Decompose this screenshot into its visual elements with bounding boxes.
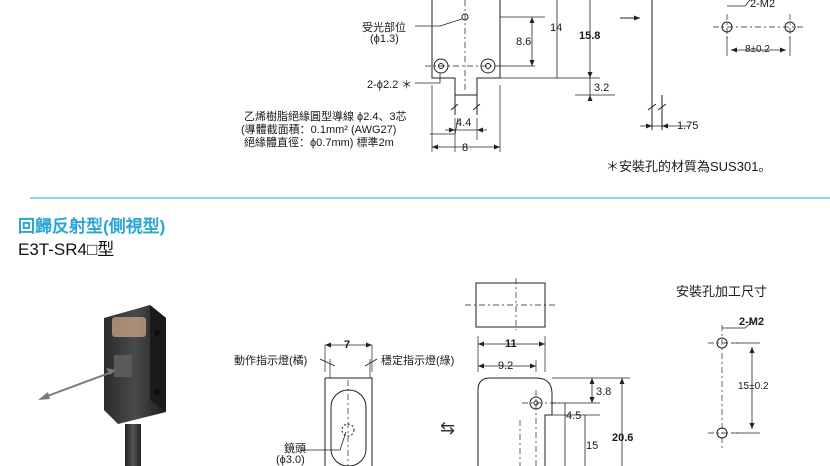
- dim-8: 8: [462, 142, 469, 154]
- swap-arrow-icon: ⇆: [440, 418, 456, 438]
- top-sensor-side-outline: [620, 0, 667, 130]
- hole-diameter-label: 2-ϕ2.2 ＊: [367, 79, 413, 91]
- cable-spec-line3: 絕緣體直徑：ϕ0.7mm) 標準2m: [244, 137, 394, 149]
- dim-4-5: 4.5: [566, 410, 582, 422]
- dim-11: 11: [505, 338, 517, 350]
- dim-1-75: 1.75: [677, 120, 699, 132]
- dim-3-8: 3.8: [596, 386, 612, 398]
- stable-indicator-label: 穩定指示燈(綠): [381, 355, 455, 367]
- receiver-label: 受光部位: [362, 22, 406, 34]
- model-name: E3T-SR4□型: [18, 240, 115, 259]
- dim-7: 7: [344, 339, 351, 351]
- lens-label: 鏡頭: [284, 443, 306, 455]
- dim-8-tolerance: 8±0.2: [745, 44, 770, 55]
- cable-spec-line1: 乙烯樹脂絕緣圓型導線 ϕ2.4、3芯: [244, 111, 407, 123]
- dim-9-2: 9.2: [498, 360, 514, 372]
- top-sensor-front-outline: [431, 0, 501, 115]
- operation-indicator-label: 動作指示燈(橘): [234, 355, 308, 367]
- dim-14: 14: [550, 22, 563, 34]
- sensor-photo: [38, 305, 166, 466]
- mount-material-note: ＊安裝孔的材質為SUS301。: [606, 159, 772, 174]
- top-mount-m2-label: 2-M2: [750, 0, 776, 10]
- dim-3-2: 3.2: [594, 82, 610, 94]
- bottom-front-outline: [324, 377, 373, 466]
- dim-4-4: 4.4: [456, 117, 472, 129]
- dim-8-6: 8.6: [516, 36, 532, 48]
- mount-hole-title: 安裝孔加工尺寸: [676, 284, 768, 299]
- dim-15-tolerance: 15±0.2: [738, 381, 769, 392]
- receiver-diameter: (ϕ1.3): [370, 33, 399, 45]
- dim-15-8: 15.8: [579, 30, 601, 42]
- dim-20-6: 20.6: [612, 432, 634, 444]
- lens-diameter: (ϕ3.0): [276, 454, 305, 466]
- bottom-mount-m2-label: 2-M2: [739, 316, 765, 328]
- section-title: 回歸反射型(側視型): [18, 217, 166, 236]
- cable-spec-line2: (導體截面積：0.1mm² (AWG27): [241, 124, 397, 136]
- bottom-side-outline: [477, 377, 553, 466]
- dim-15: 15: [586, 440, 599, 452]
